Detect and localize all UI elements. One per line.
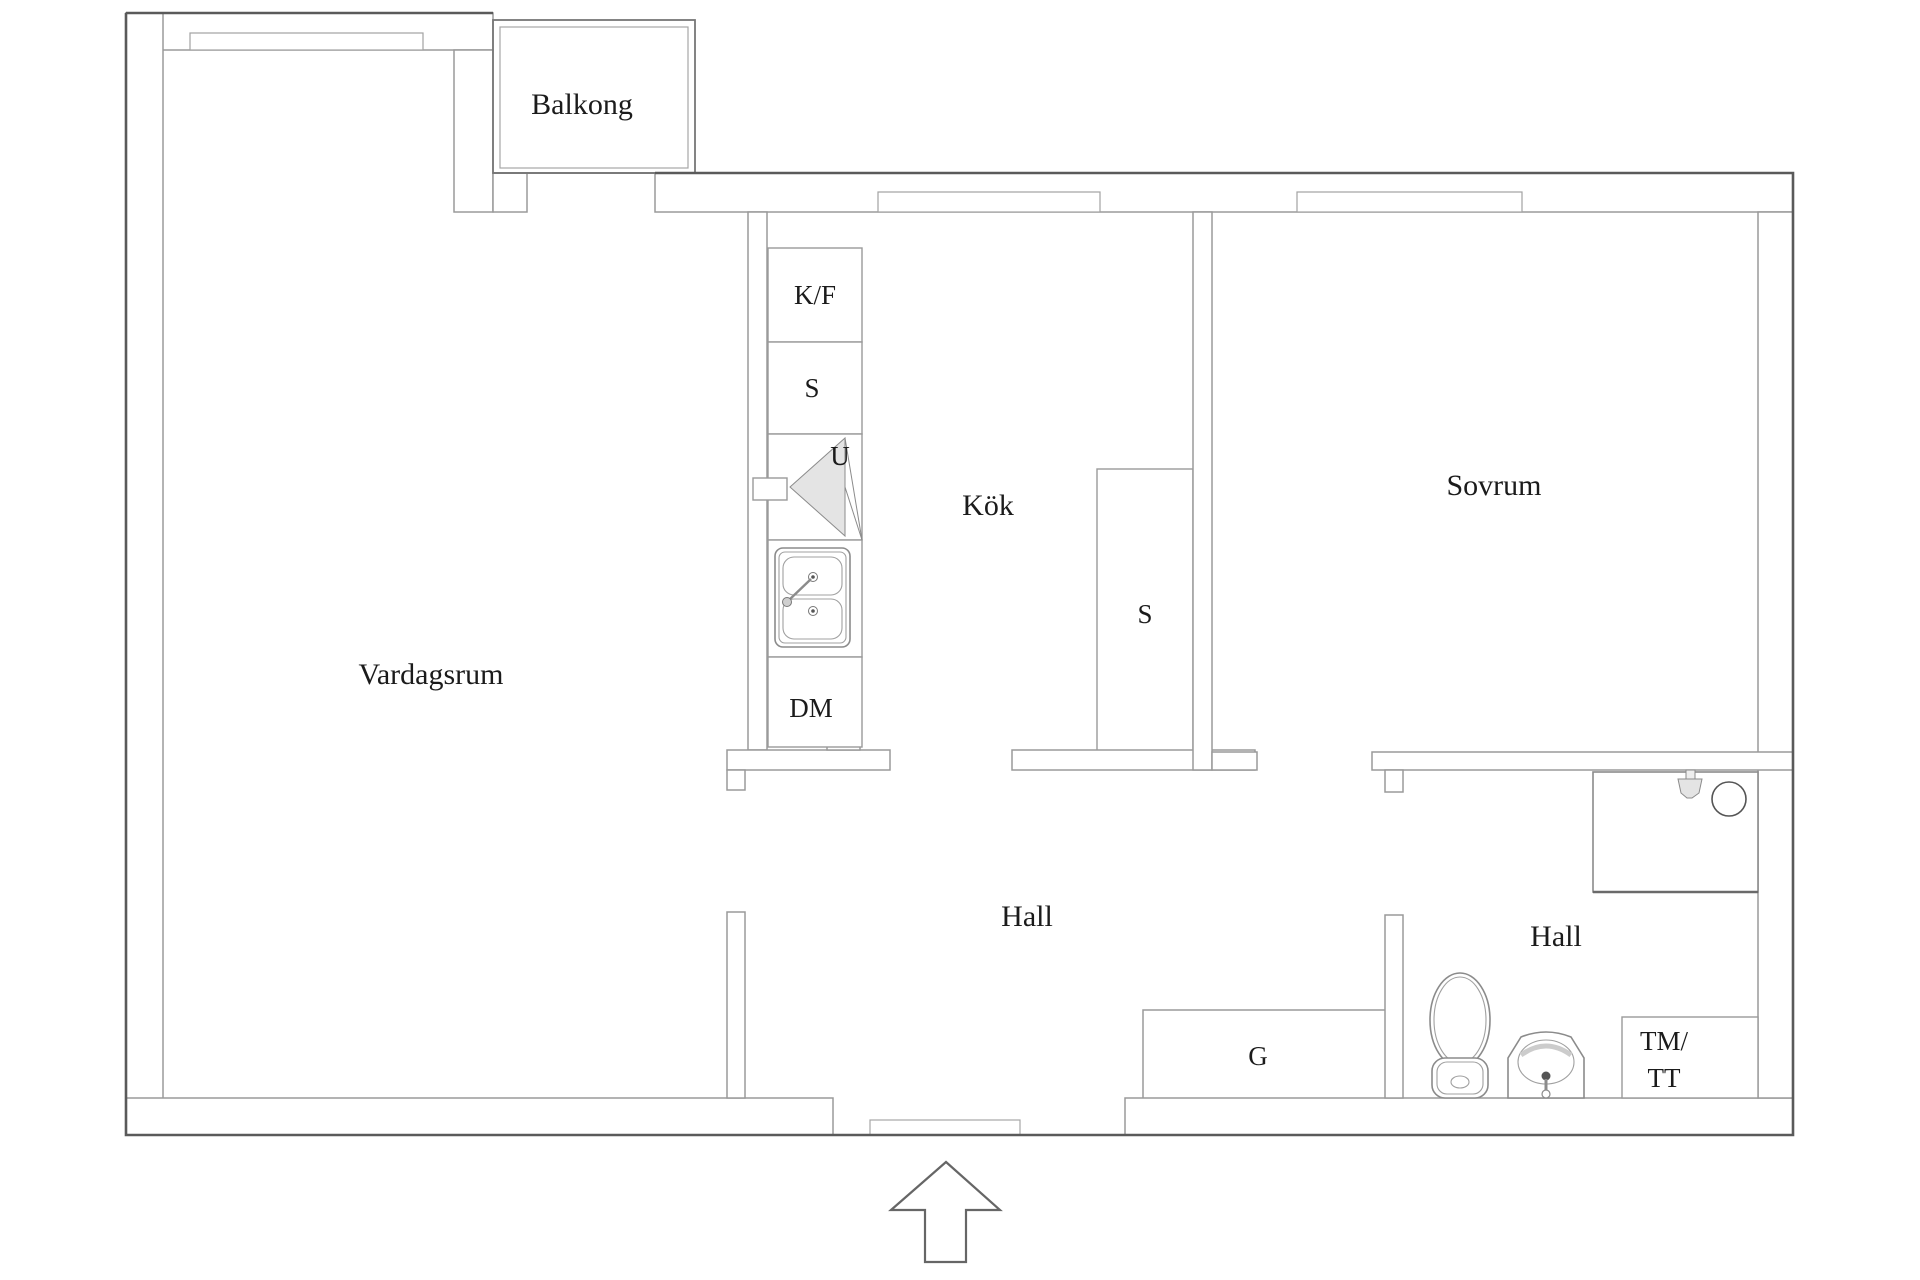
closet-tmtt: [1621, 1016, 1759, 1099]
entrance-threshold: [869, 1119, 1021, 1136]
interior-walls: [726, 211, 1794, 1136]
cabinet-pantry: [767, 341, 863, 435]
label-balkong: Balkong: [531, 88, 633, 121]
window-kitchen: [877, 191, 1101, 213]
exterior-walls: [125, 12, 1794, 1136]
label-g: G: [1248, 1041, 1268, 1071]
stove-fan-icon: [752, 436, 863, 541]
label-sovrum: Sovrum: [1446, 469, 1541, 502]
label-s-closet: S: [1137, 599, 1152, 629]
hand-basin-icon: [1507, 1031, 1585, 1099]
toilet-icon: [1429, 972, 1491, 1099]
kitchen-sink-icon: [774, 547, 851, 648]
label-s-kitchen: S: [804, 373, 819, 403]
label-kok: Kök: [962, 489, 1014, 522]
label-kf: K/F: [794, 280, 836, 310]
label-hall-center: Hall: [1001, 900, 1053, 933]
window-bedroom: [1296, 191, 1523, 213]
label-u: U: [830, 441, 850, 471]
label-vardagsrum: Vardagsrum: [359, 658, 504, 691]
shower-icon: [1592, 769, 1759, 894]
window-livingroom: [189, 32, 424, 51]
balcony-inner-rail: [499, 26, 689, 169]
bathroom-fixtures: [1142, 769, 1759, 1099]
entrance-arrow-icon: [888, 1160, 1003, 1264]
label-hall-right: Hall: [1530, 920, 1582, 953]
shower-drain-icon: [1711, 781, 1747, 817]
label-tm: TM/: [1640, 1026, 1689, 1056]
closet-s-kitchen: [1096, 468, 1194, 753]
cabinet-dishwasher: [767, 656, 863, 748]
windows: [189, 32, 1523, 213]
outer-boundary: [124, 11, 1795, 1137]
label-dm: DM: [789, 693, 833, 723]
kitchen-cabinets: [752, 247, 863, 748]
closet-g: [1142, 1009, 1385, 1098]
label-tt: TT: [1648, 1063, 1681, 1093]
